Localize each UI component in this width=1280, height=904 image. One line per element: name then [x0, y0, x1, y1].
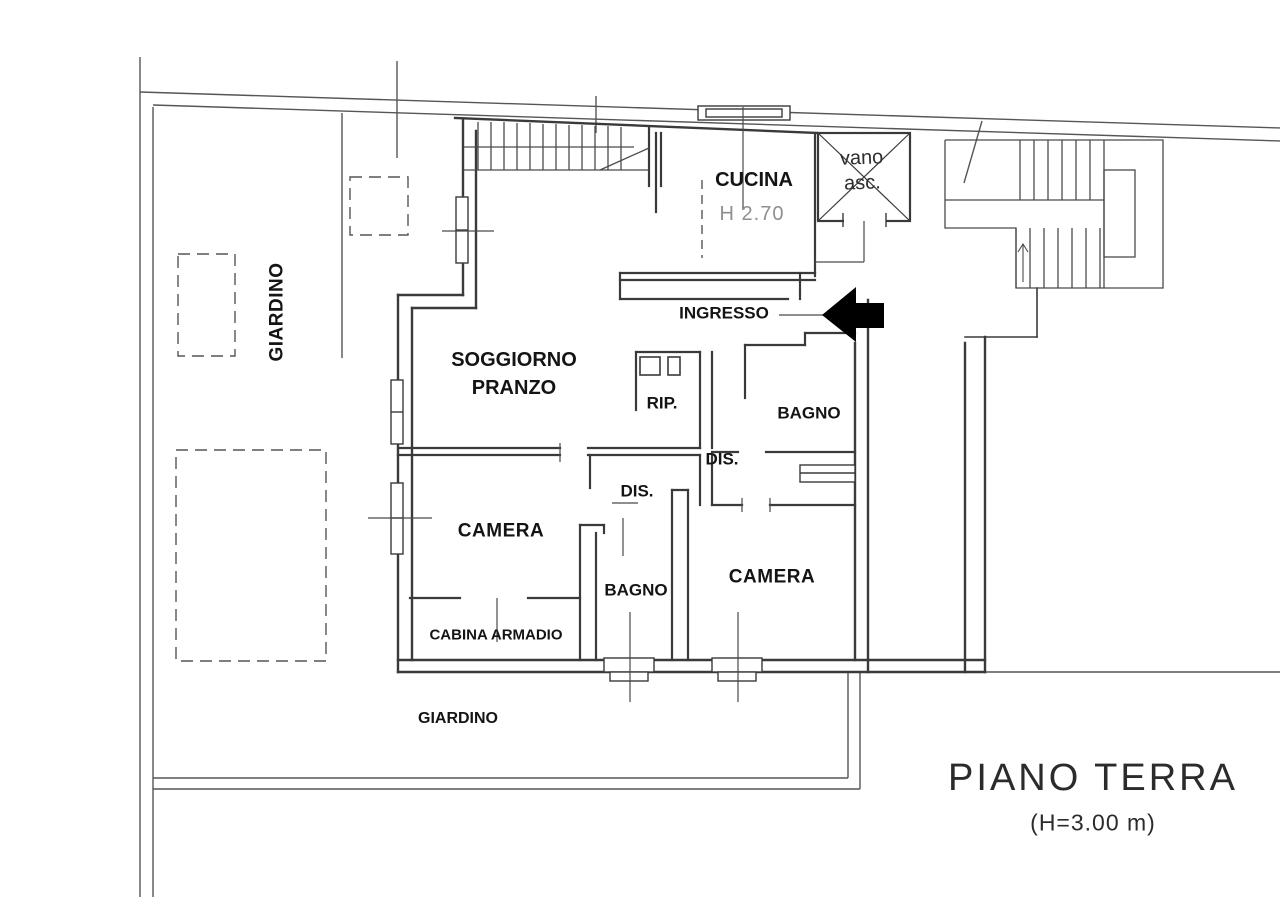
room-label-dis-lower: DIS. — [620, 481, 654, 501]
floor-height-subtitle: (H=3.00 m) — [1030, 809, 1156, 836]
internal-staircase — [463, 122, 650, 171]
rip-shelves — [639, 356, 681, 376]
room-label-ingresso: INGRESSO — [679, 303, 769, 323]
room-label-cucina: CUCINA — [715, 169, 793, 191]
entrance-arrow-icon — [822, 287, 884, 342]
room-label-bagno-top: BAGNO — [777, 403, 841, 423]
label-vano-asc: vano asc. — [839, 145, 884, 196]
room-label-dis-upper: DIS. — [705, 449, 739, 469]
room-label-soggiorno-line2: PRANZO — [471, 377, 557, 399]
external-staircase — [944, 139, 1164, 289]
room-label-bagno-bottom: BAGNO — [604, 580, 668, 600]
room-label-cabina-armadio: CABINA ARMADIO — [429, 626, 563, 644]
floor-title: PIANO TERRA — [948, 757, 1238, 799]
room-label-giardino-bottom: GIARDINO — [418, 710, 498, 727]
interior-walls — [396, 126, 1038, 662]
room-label-soggiorno-pranzo: SOGGIORNO PRANZO — [451, 346, 577, 402]
label-vano-asc-line1: vano — [839, 146, 884, 170]
garden-dashed-elements — [175, 176, 703, 662]
room-label-rip: RIP. — [646, 393, 678, 413]
label-vano-asc-line2: asc. — [843, 171, 882, 195]
door-and-tick-marks — [368, 107, 865, 702]
room-label-giardino-left: GIARDINO — [266, 262, 288, 362]
room-label-camera-left: CAMERA — [457, 520, 545, 542]
room-label-camera-right: CAMERA — [728, 566, 816, 588]
room-label-soggiorno-line1: SOGGIORNO — [451, 349, 577, 371]
label-cucina-height: H 2.70 — [719, 203, 785, 225]
